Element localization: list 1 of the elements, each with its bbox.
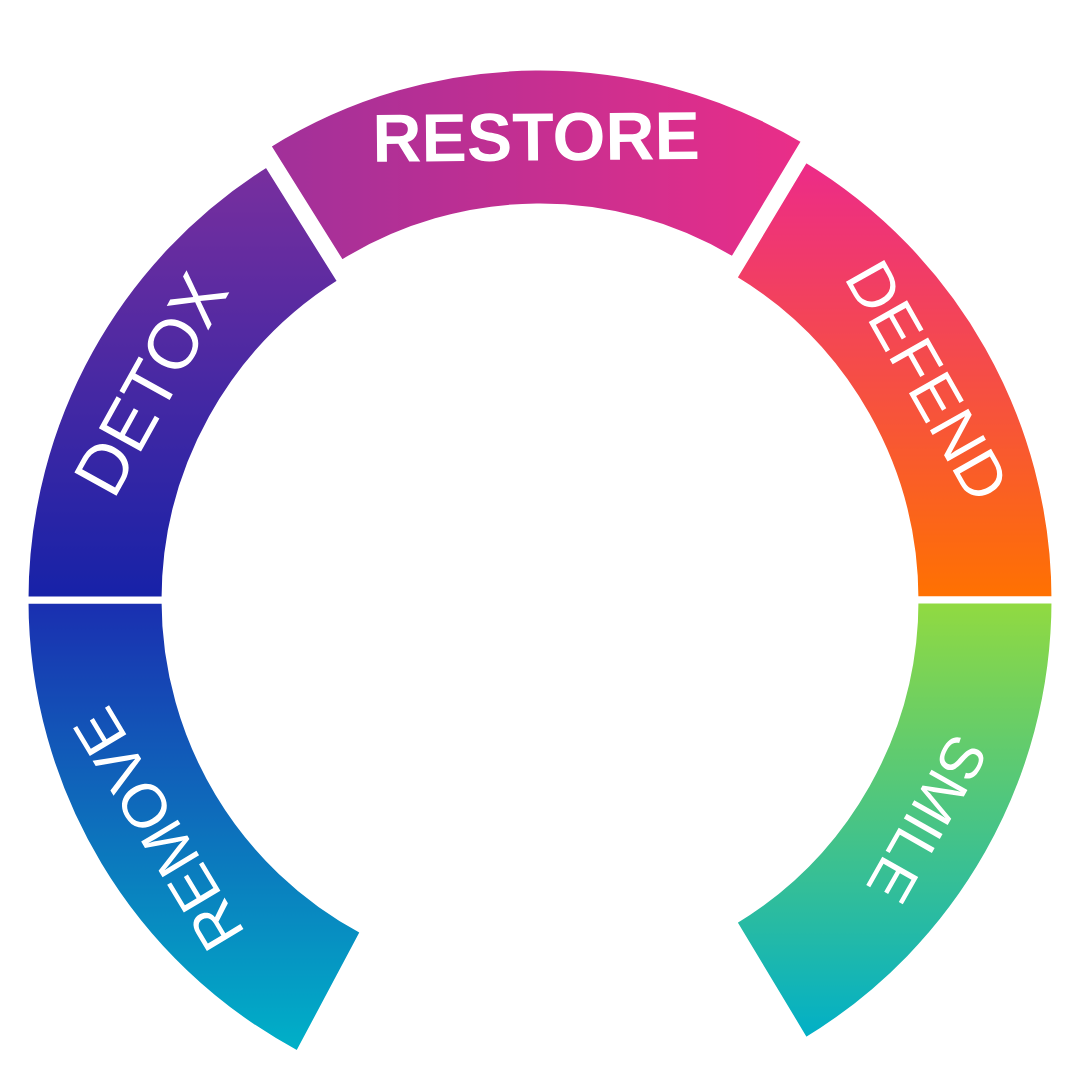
ring-segment: RESTORE [263, 63, 809, 268]
